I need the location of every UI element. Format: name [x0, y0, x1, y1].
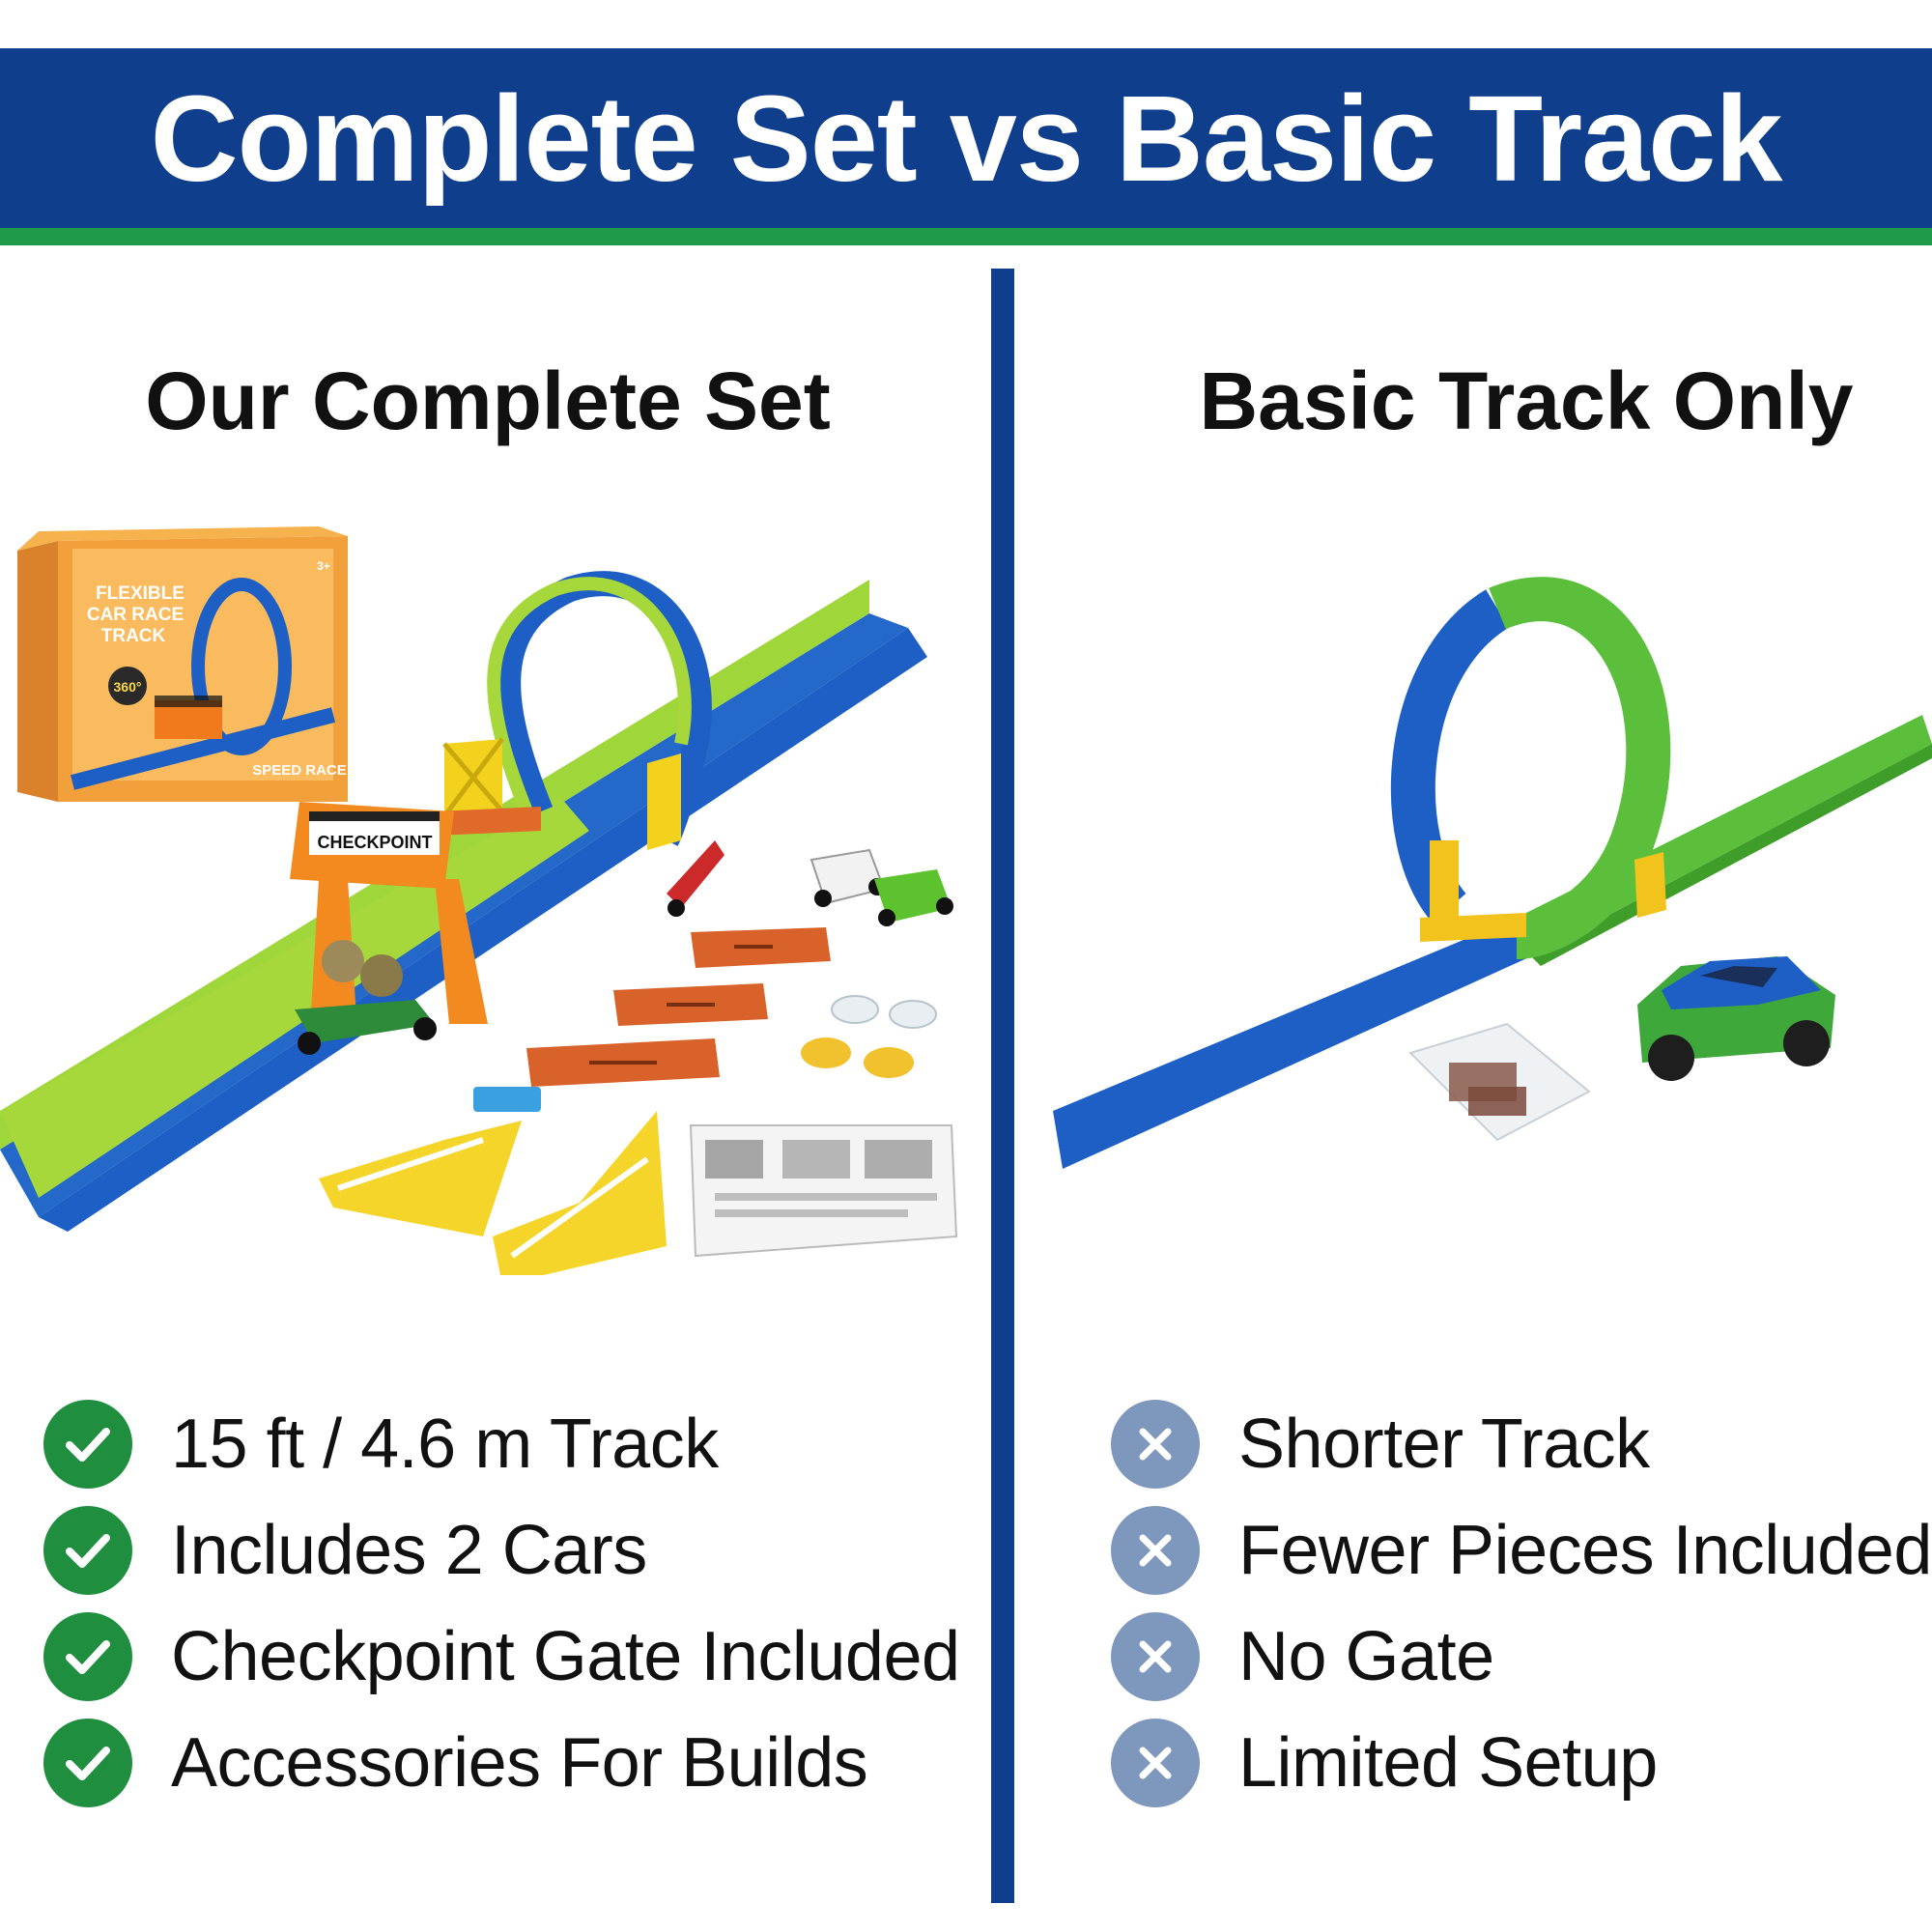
- feature-text: 15 ft / 4.6 m Track: [171, 1406, 719, 1483]
- box-title-line: FLEXIBLE: [96, 583, 185, 604]
- feature-item: Limited Setup: [1111, 1710, 1932, 1816]
- complete-set-title: Our Complete Set: [145, 355, 831, 446]
- feature-text: Accessories For Builds: [171, 1724, 868, 1802]
- feature-item: Shorter Track: [1111, 1391, 1932, 1497]
- basic-track-illustration: [1053, 577, 1932, 1169]
- checkpoint-gate-image: CHECKPOINT: [290, 802, 488, 1043]
- box-badge: 360°: [114, 679, 142, 695]
- feature-text: No Gate: [1238, 1618, 1494, 1695]
- product-box-image: FLEXIBLE CAR RACE TRACK 360° 3+ SPEED RA…: [17, 526, 348, 802]
- feature-item: Fewer Pieces Included: [1111, 1497, 1932, 1604]
- check-icon: [43, 1719, 132, 1807]
- cross-icon: [1111, 1612, 1200, 1701]
- track-support-image: [1420, 840, 1666, 942]
- feature-text: Checkpoint Gate Included: [171, 1618, 960, 1695]
- toy-car-image: [1637, 956, 1835, 1081]
- feature-item: 15 ft / 4.6 m Track: [43, 1391, 960, 1497]
- race-car-image: [295, 1000, 437, 1055]
- complete-set-features: 15 ft / 4.6 m Track Includes 2 Cars Chec…: [43, 1391, 960, 1816]
- check-icon: [43, 1612, 132, 1701]
- cross-icon: [1111, 1400, 1200, 1489]
- header-stripe: [0, 228, 1932, 245]
- race-car-image: [667, 840, 724, 917]
- feature-item: Accessories For Builds: [43, 1710, 960, 1816]
- box-age: 3+: [317, 559, 330, 573]
- basic-track-image: [1053, 577, 1932, 1169]
- basic-track-title: Basic Track Only: [1199, 355, 1854, 446]
- check-icon: [43, 1400, 132, 1489]
- header-banner: [0, 48, 1932, 228]
- feature-text: Limited Setup: [1238, 1724, 1658, 1802]
- feature-item: No Gate: [1111, 1604, 1932, 1710]
- cross-icon: [1111, 1506, 1200, 1595]
- track-support-image: [435, 737, 681, 850]
- race-car-image: [810, 848, 886, 907]
- feature-text: Shorter Track: [1238, 1406, 1650, 1483]
- race-car-image: [874, 869, 953, 926]
- gate-sign-text: CHECKPOINT: [317, 833, 432, 852]
- feature-item: Checkpoint Gate Included: [43, 1604, 960, 1710]
- box-title-line: CAR RACE: [87, 605, 184, 625]
- feature-text: Includes 2 Cars: [171, 1512, 647, 1589]
- basic-track-features: Shorter Track Fewer Pieces Included No G…: [1111, 1391, 1932, 1816]
- track-clip-image: [473, 1087, 541, 1112]
- connector-bag-image: [1408, 1022, 1591, 1142]
- check-icon: [43, 1506, 132, 1595]
- page-title: Complete Set vs Basic Track: [150, 70, 1783, 207]
- instruction-sheet-image: [689, 1124, 958, 1258]
- suction-cups-image: [801, 995, 937, 1078]
- feature-item: Includes 2 Cars: [43, 1497, 960, 1604]
- box-logo: SPEED RACE: [252, 762, 347, 779]
- box-title-line: TRACK: [101, 626, 166, 646]
- triangle-support-image: [319, 1111, 667, 1275]
- cross-icon: [1111, 1719, 1200, 1807]
- column-divider: [991, 269, 1014, 1903]
- complete-set-illustration: FLEXIBLE CAR RACE TRACK 360° 3+ SPEED RA…: [0, 526, 958, 1275]
- connector-pieces-image: [526, 927, 831, 1087]
- feature-text: Fewer Pieces Included: [1238, 1512, 1932, 1589]
